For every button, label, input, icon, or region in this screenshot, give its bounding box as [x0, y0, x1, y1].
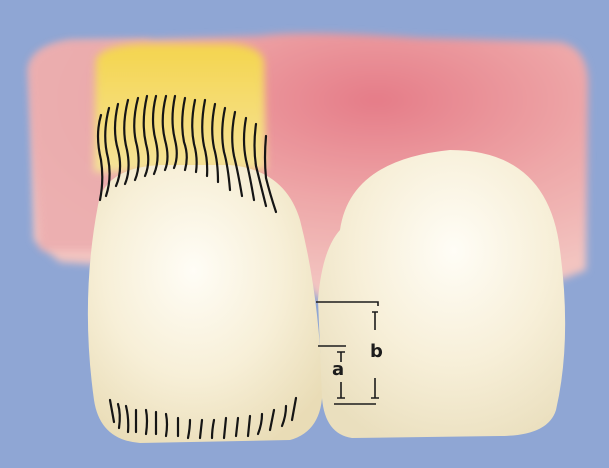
left-tooth: [88, 165, 323, 443]
exposed-root: [94, 44, 266, 172]
right-tooth: [318, 150, 565, 438]
dimension-label-b: b: [370, 343, 383, 361]
dimension-label-a: a: [332, 361, 344, 379]
